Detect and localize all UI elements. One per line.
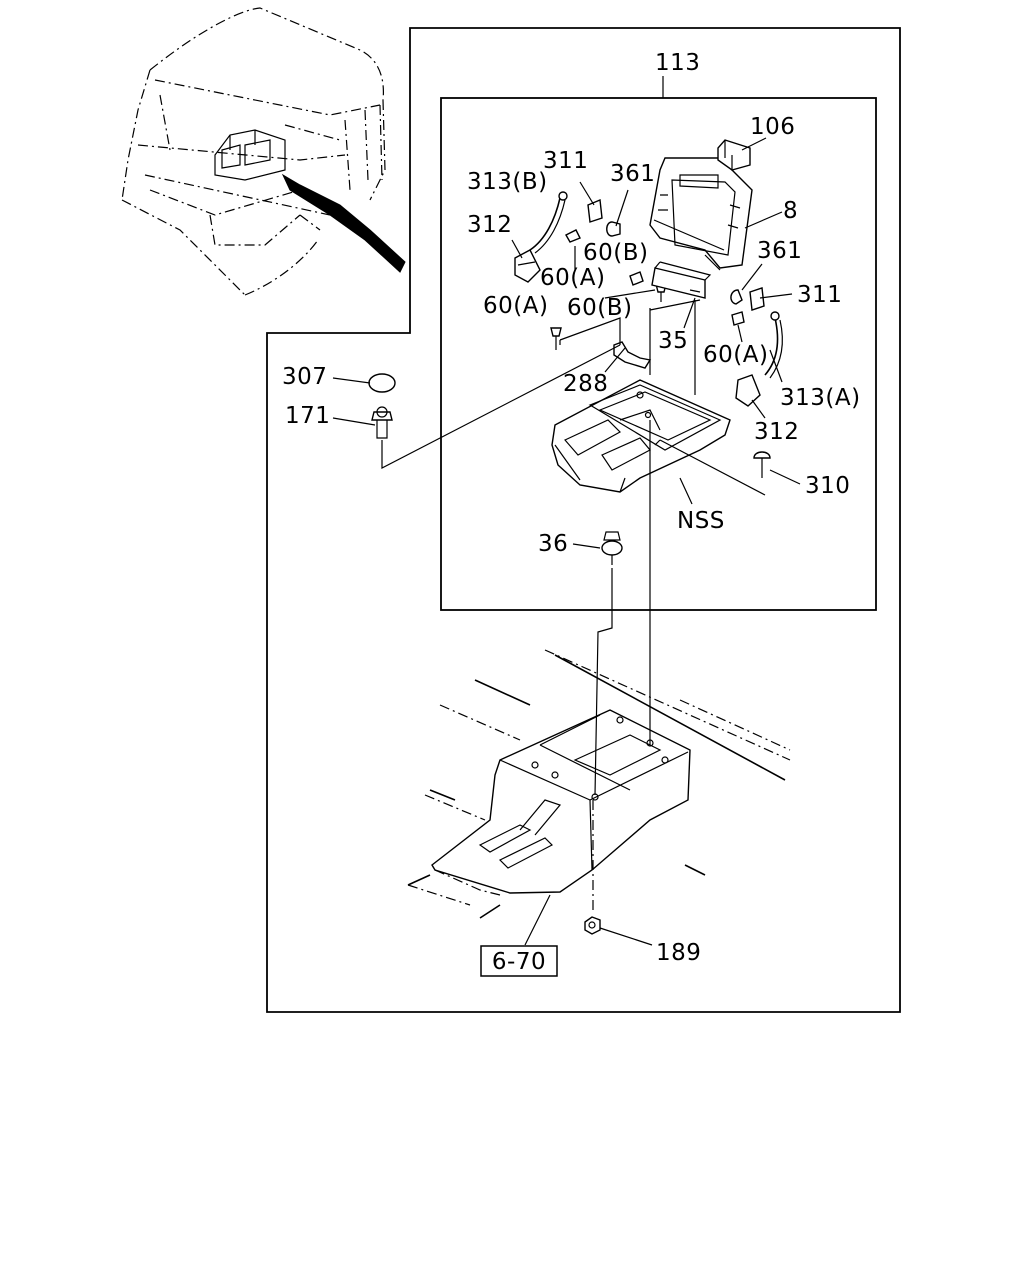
- callout-311-right: 311: [797, 282, 842, 308]
- callout-60a-right: 60(A): [703, 342, 768, 368]
- part-361-right-clip: [730, 289, 743, 305]
- leader-lines: [332, 76, 801, 946]
- callout-312-left: 312: [467, 212, 512, 238]
- callout-35: 35: [658, 328, 688, 354]
- console-body-nss: [551, 379, 731, 493]
- part-310-screw: [753, 451, 771, 478]
- part-313b-end: [558, 191, 568, 201]
- part-311-right-bracket: [749, 287, 765, 311]
- screw-60b-top: [629, 271, 644, 286]
- part-189-nut: [584, 916, 601, 935]
- part-313a-wire: [764, 317, 779, 376]
- callout-8: 8: [783, 198, 798, 224]
- callout-313a: 313(A): [780, 385, 861, 411]
- callout-nss: NSS: [677, 508, 725, 534]
- callout-312-right: 312: [754, 419, 799, 445]
- cab-overview-illustration: [121, 7, 406, 296]
- screw-60a-upper: [565, 229, 581, 243]
- callout-106: 106: [750, 114, 795, 140]
- part-35-bracket: [651, 261, 712, 299]
- outer-frame: [266, 27, 901, 1013]
- part-313b-wire: [529, 197, 561, 251]
- screw-60a-left: [550, 327, 562, 337]
- reference-box-label: 6-70: [492, 949, 546, 975]
- part-313b-wire-outer: [534, 199, 566, 254]
- callout-60a-upper: 60(A): [540, 265, 605, 291]
- reference-box-6-70: [480, 945, 558, 977]
- callout-60b-top: 60(B): [583, 240, 649, 266]
- callout-361-left: 361: [610, 161, 655, 187]
- callout-307: 307: [282, 364, 327, 390]
- screw-60a-right: [731, 311, 745, 326]
- inner-frame: [440, 97, 877, 611]
- part-106-switch: [717, 139, 751, 171]
- assembly-guide-lines: [381, 246, 766, 910]
- callout-171: 171: [285, 403, 330, 429]
- part-307-cap: [368, 373, 396, 393]
- part-36-grommet: [601, 531, 623, 565]
- callout-311-left: 311: [543, 148, 588, 174]
- floor-tunnel-illustration: [407, 649, 791, 919]
- callout-36: 36: [538, 531, 568, 557]
- callout-361-right: 361: [757, 238, 802, 264]
- callout-310: 310: [805, 473, 850, 499]
- part-361-left-clip: [606, 221, 621, 237]
- callout-60b-mid: 60(B): [567, 295, 633, 321]
- part-8-panel: [649, 157, 753, 269]
- part-171-screw: [371, 406, 393, 439]
- part-311-left-bracket: [587, 198, 603, 223]
- callout-313b: 313(B): [467, 169, 548, 195]
- part-312-right-clip: [735, 374, 761, 407]
- callout-60a-left: 60(A): [483, 293, 548, 319]
- callout-189: 189: [656, 940, 701, 966]
- callout-113: 113: [655, 50, 700, 76]
- callout-288: 288: [563, 371, 608, 397]
- part-312-left-clip: [514, 249, 541, 283]
